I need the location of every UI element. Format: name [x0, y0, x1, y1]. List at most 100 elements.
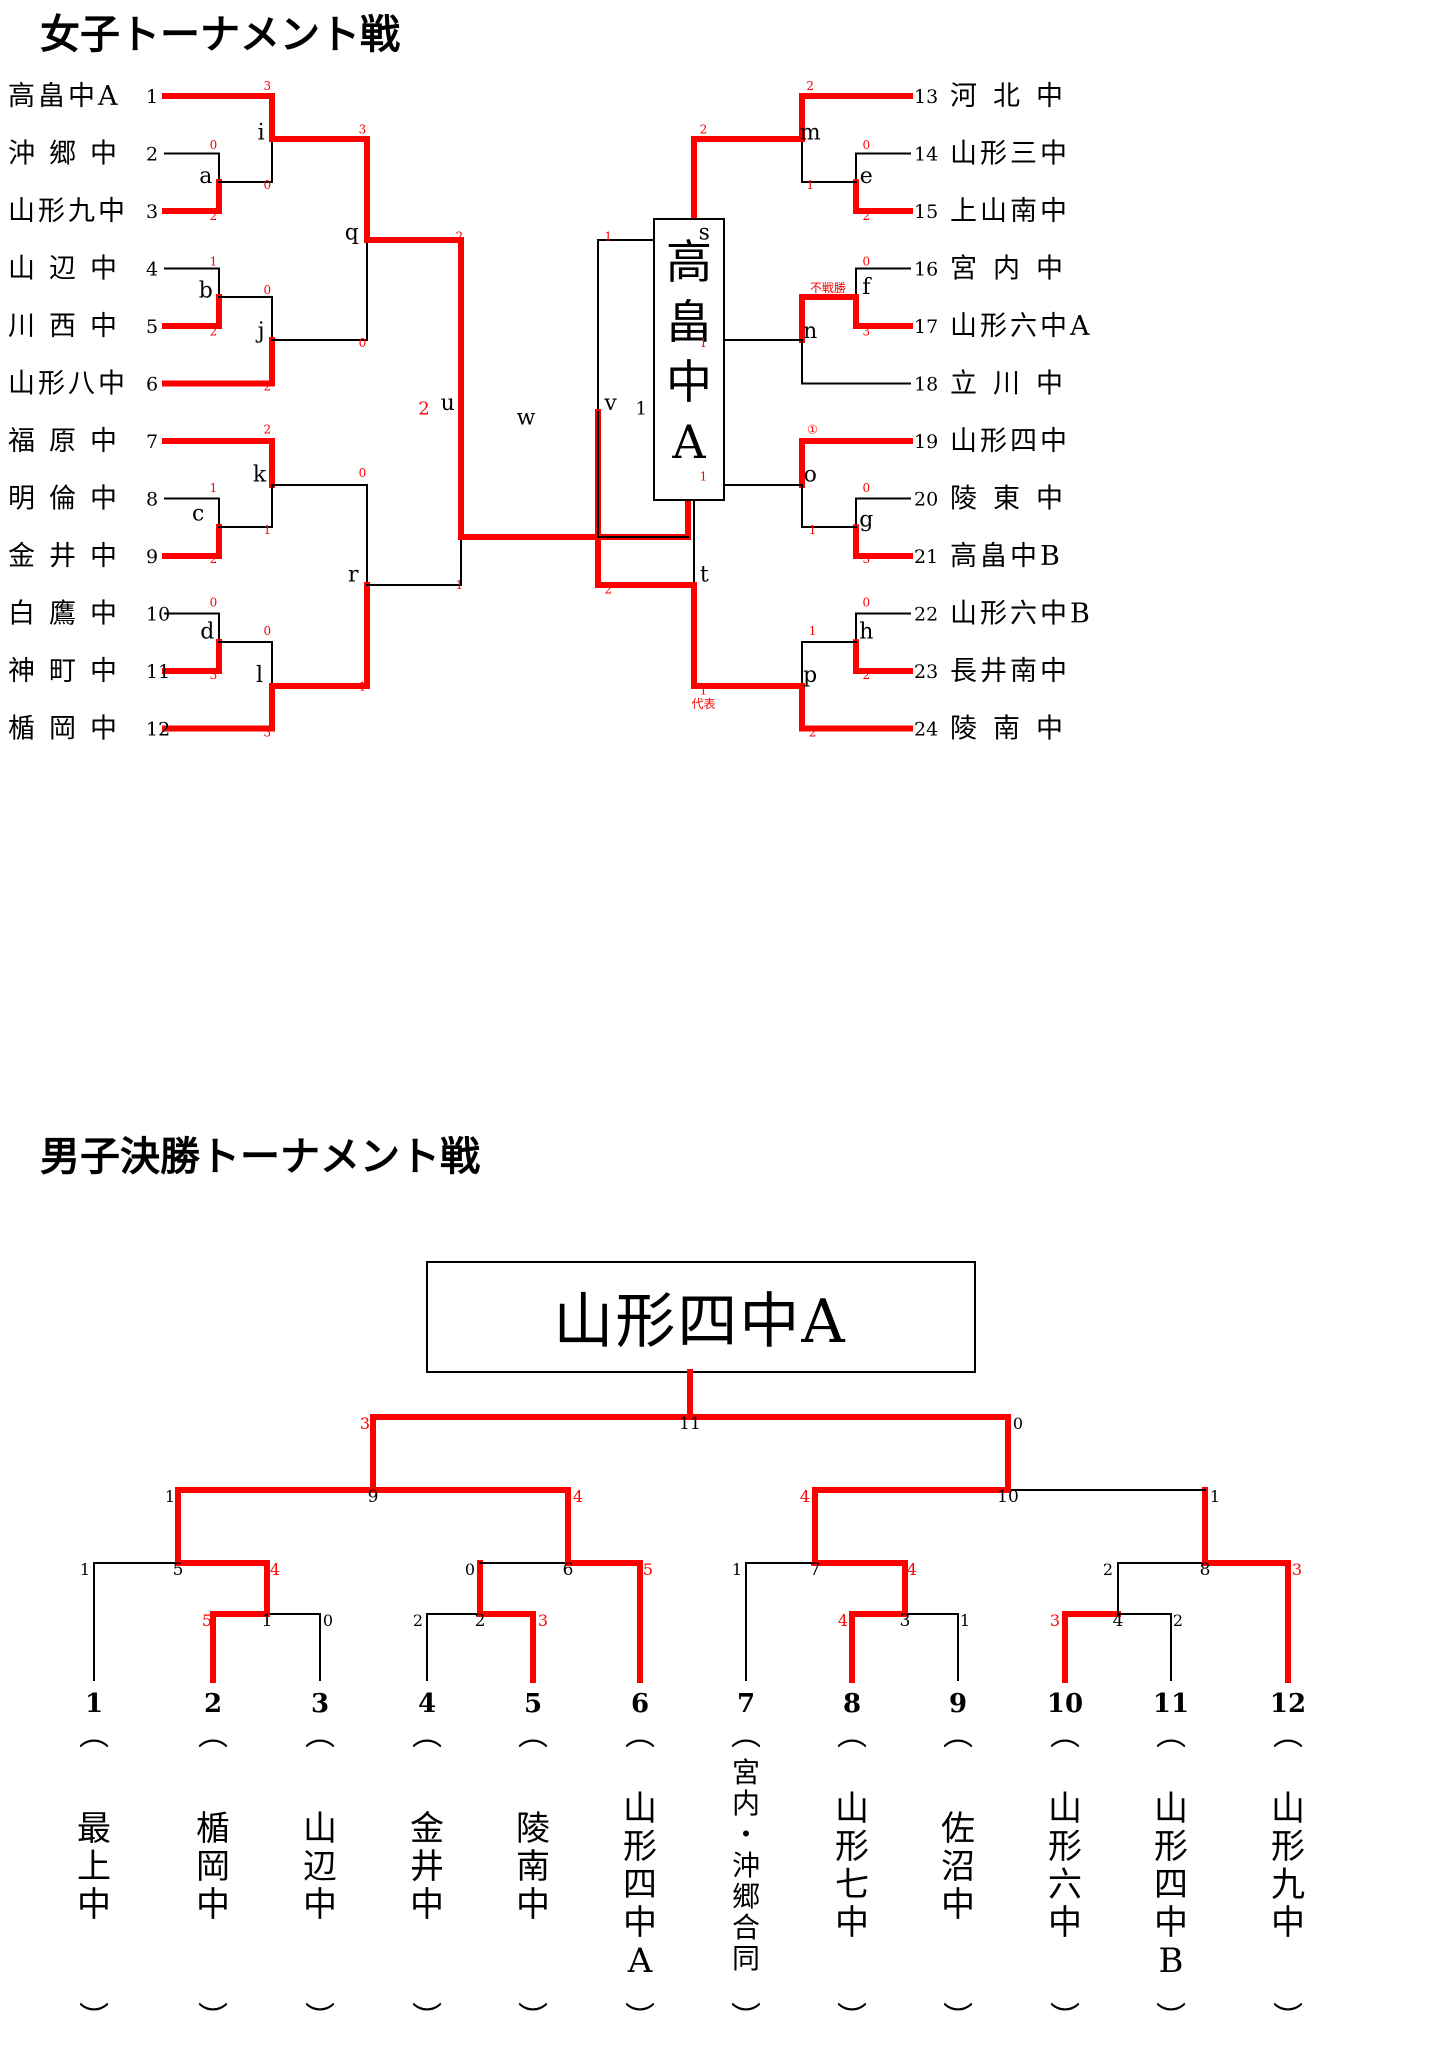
- girls-team-name: 沖郷中: [8, 139, 131, 170]
- girls-team-name: 白鷹中: [8, 599, 131, 630]
- boys-bracket-open: ︵: [79, 1718, 109, 1753]
- girls-score: 0: [263, 624, 271, 638]
- boys-score: 4: [800, 1487, 810, 1506]
- girls-team-number: 11: [146, 661, 170, 683]
- girls-team-name: 宮内中: [950, 254, 1079, 285]
- girls-branch-line: [162, 294, 222, 329]
- girls-score: 2: [455, 229, 463, 243]
- girls-team-number: 14: [914, 144, 938, 166]
- boys-team-name-char: 中: [623, 1903, 657, 1943]
- girls-team-name: 陵東中: [950, 484, 1079, 515]
- boys-team-name-char: 山: [1154, 1789, 1188, 1829]
- boys-team-name-char: 沼: [941, 1847, 975, 1887]
- girls-team-name: 山形四中: [950, 426, 1070, 457]
- boys-team-name-char: 同: [732, 1942, 760, 1975]
- girls-branch-line: [218, 484, 273, 528]
- girls-champion-char: A: [671, 415, 706, 469]
- girls-champion-char: 高: [666, 235, 712, 289]
- girls-branch-line: [271, 239, 368, 341]
- girls-branch-line: [799, 93, 913, 142]
- boys-score: 1: [165, 1487, 175, 1506]
- girls-team-name: 金井中: [8, 541, 131, 572]
- boys-bracket-close: ︶: [518, 2001, 548, 2036]
- girls-branch-line: [164, 497, 220, 528]
- girls-team-number: 9: [146, 546, 158, 568]
- boys-match-number: 10: [997, 1487, 1019, 1507]
- boys-team-number: 2: [204, 1689, 222, 1719]
- girls-team-name: 山形九中: [8, 196, 128, 227]
- girls-score: 2: [263, 380, 271, 394]
- boys-team-name-char: 形: [1271, 1827, 1305, 1867]
- girls-score: 2: [862, 668, 870, 682]
- girls-score: 2: [263, 422, 271, 436]
- boys-team-number: 1: [85, 1689, 103, 1719]
- girls-team-number: 19: [914, 431, 938, 453]
- girls-score: 0: [862, 138, 870, 152]
- boys-team-name-char: 形: [835, 1827, 869, 1867]
- boys-team-name-char: 四: [1154, 1865, 1188, 1905]
- boys-bracket-close: ︶: [1273, 2001, 1303, 2036]
- girls-branch-line: [853, 639, 913, 674]
- boys-team-name-char: 形: [1048, 1827, 1082, 1867]
- boys-bracket-open: ︵: [305, 1718, 335, 1753]
- girls-match-label: b: [199, 279, 213, 304]
- girls-branch-line: [162, 179, 222, 214]
- boys-score: 1: [732, 1560, 742, 1579]
- boys-team-name-char: 岡: [196, 1847, 230, 1887]
- girls-score: 1: [455, 578, 463, 592]
- girls-match-label: i: [258, 121, 265, 146]
- girls-match-label: h: [859, 620, 873, 645]
- boys-bracket-open: ︵: [1156, 1718, 1186, 1753]
- boys-team-name-char: 陵: [516, 1809, 550, 1849]
- girls-score: 3: [862, 552, 870, 566]
- girls-branch-line: [801, 138, 857, 183]
- girls-match-label: d: [200, 620, 214, 645]
- boys-match-number: 3: [900, 1611, 911, 1631]
- girls-score: 0: [862, 255, 870, 269]
- boys-team-name-char: ・: [732, 1818, 760, 1851]
- girls-team-number: 1: [146, 86, 158, 108]
- girls-score: 0: [862, 481, 870, 495]
- girls-branch-line: [162, 438, 275, 488]
- boys-bracket-close: ︶: [1156, 2001, 1186, 2036]
- girls-match-label: a: [199, 164, 212, 189]
- girls-branch-line: [853, 294, 913, 329]
- girls-champion-char: 中: [666, 355, 712, 409]
- girls-team-name: 長井南中: [950, 656, 1070, 687]
- boys-score: 3: [360, 1414, 370, 1433]
- girls-branch-line: [597, 411, 689, 538]
- girls-team-number: 17: [914, 316, 938, 338]
- boys-team-name-char: 山: [1048, 1789, 1082, 1829]
- boys-bracket-close: ︶: [731, 2001, 761, 2036]
- boys-score: 5: [643, 1560, 653, 1579]
- girls-score: 1: [700, 336, 708, 350]
- girls-branch-line: [162, 639, 222, 674]
- girls-score: 3: [263, 79, 271, 93]
- girls-branch-line: [853, 524, 913, 559]
- boys-team-name-char: 中: [1271, 1903, 1305, 1943]
- girls-score: 2: [210, 325, 218, 339]
- boys-bracket-close: ︶: [305, 2001, 335, 2036]
- boys-team-name-char: 辺: [303, 1847, 337, 1887]
- boys-team-name-char: 中: [303, 1885, 337, 1925]
- boys-team-number: 10: [1047, 1689, 1083, 1719]
- girls-score: 3: [359, 123, 367, 137]
- boys-bracket-close: ︶: [943, 2001, 973, 2036]
- boys-team-name-char: 四: [623, 1865, 657, 1905]
- boys-score: 1: [80, 1560, 90, 1579]
- girls-team-name: 立川中: [950, 369, 1079, 400]
- boys-score: 3: [538, 1611, 548, 1630]
- boys-bracket-open: ︵: [837, 1718, 867, 1753]
- boys-bracket-open: ︵: [731, 1718, 761, 1753]
- boys-team-name-char: 井: [410, 1847, 444, 1887]
- boys-score: 2: [1103, 1560, 1113, 1579]
- girls-match-label: c: [192, 501, 204, 526]
- boys-bracket-close: ︶: [625, 2001, 655, 2036]
- girls-match-label: s: [699, 221, 710, 246]
- boys-bracket-open: ︵: [412, 1718, 442, 1753]
- girls-team-name: 高畠中B: [950, 541, 1063, 572]
- girls-score: 2: [604, 583, 612, 597]
- girls-team-name: 河北中: [950, 81, 1079, 112]
- boys-score: 3: [1292, 1560, 1302, 1579]
